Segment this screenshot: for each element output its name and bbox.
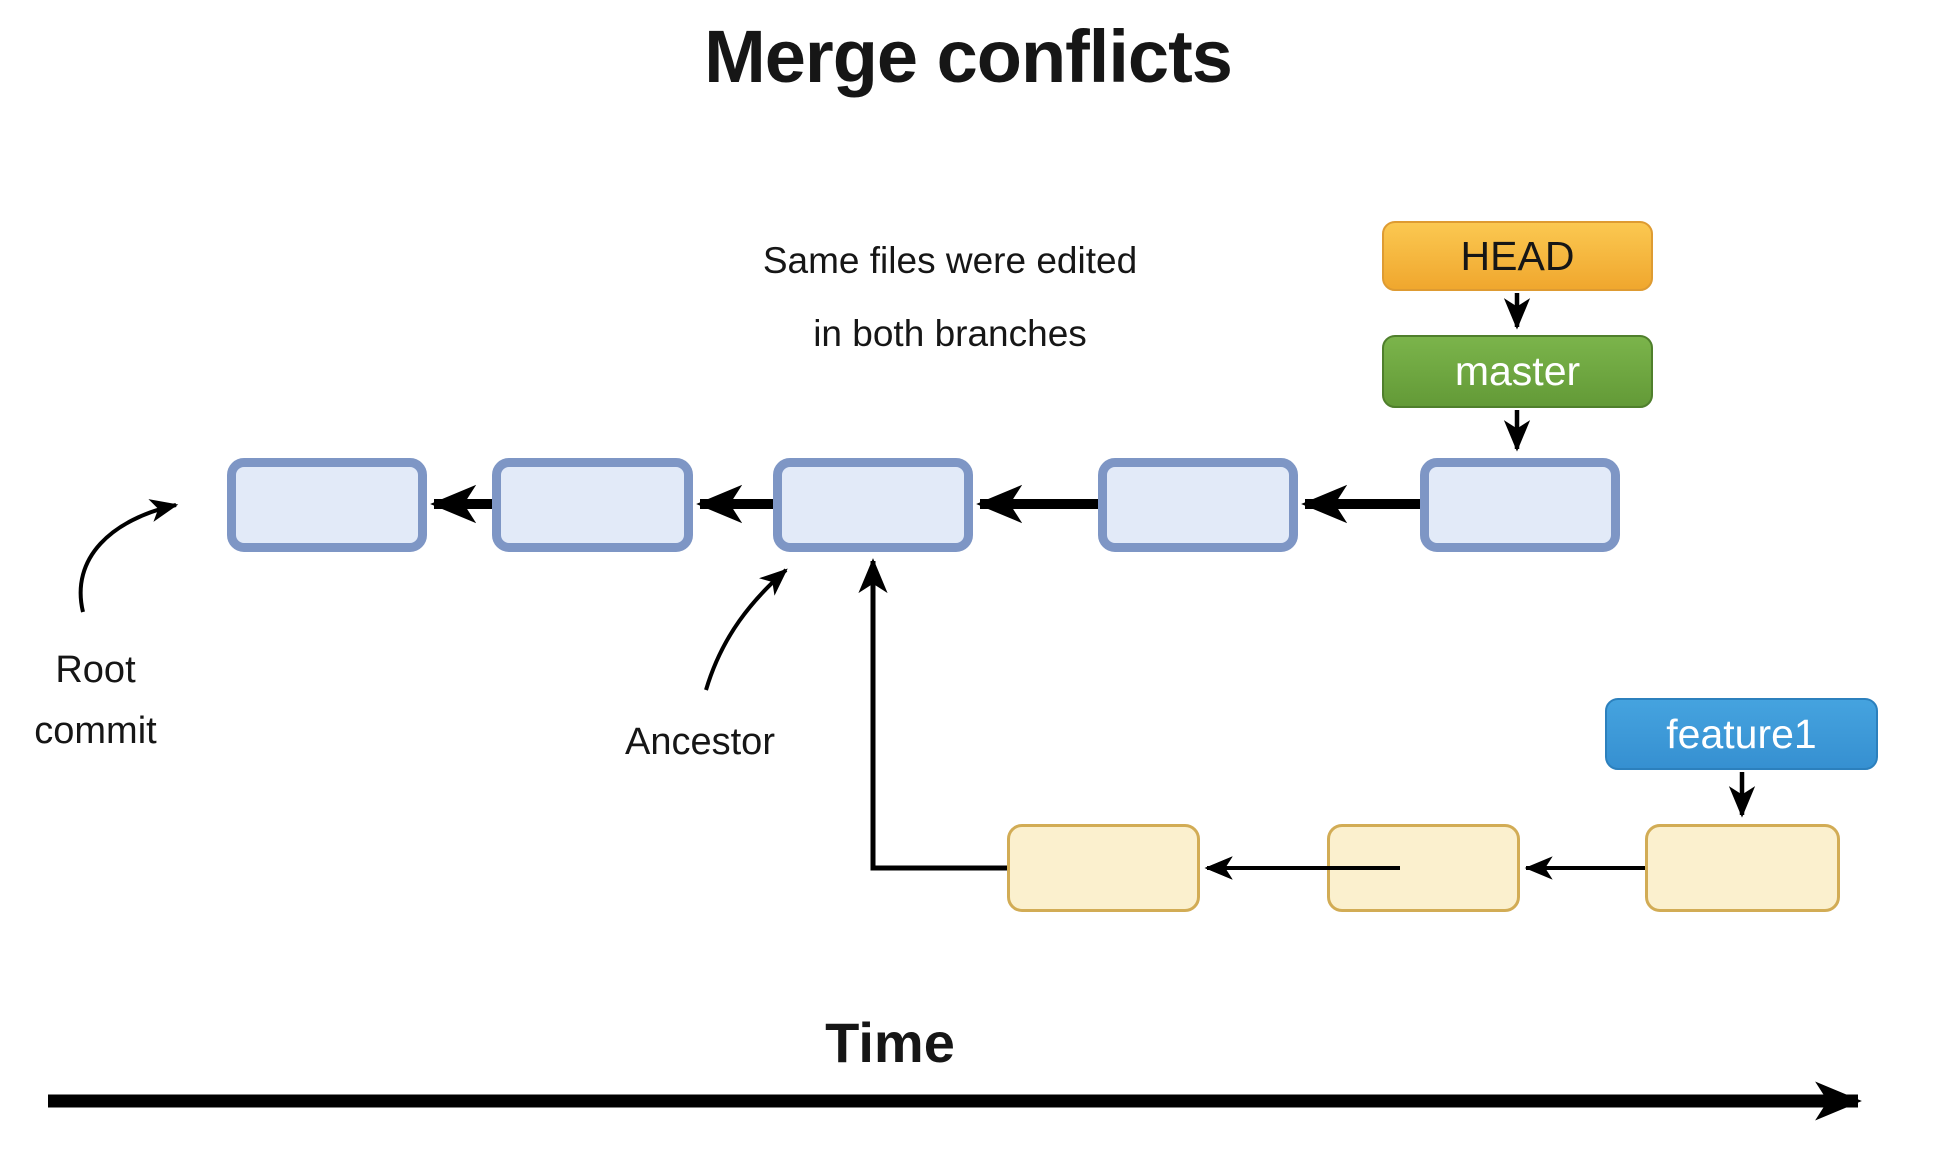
annotation-line-1: Same files were edited xyxy=(762,240,1138,281)
root-commit-label-line-1: Root xyxy=(55,649,136,691)
master-commit-2 xyxy=(492,458,693,552)
head-badge: HEAD xyxy=(1382,221,1653,291)
annotation-same-files: Same files were edited in both branches xyxy=(650,224,1250,370)
feature-commit-2 xyxy=(1327,824,1520,912)
page-title: Merge conflicts xyxy=(704,15,1233,98)
master-commit-4 xyxy=(1098,458,1298,552)
master-commit-root xyxy=(227,458,427,552)
root-commit-label-line-2: commit xyxy=(34,710,157,752)
feature-commit-3 xyxy=(1645,824,1840,912)
annotation-line-2: in both branches xyxy=(813,313,1087,354)
arrow-feature-branch-to-ancestor xyxy=(858,558,1007,871)
feature1-badge: feature1 xyxy=(1605,698,1878,770)
feature-commit-1 xyxy=(1007,824,1200,912)
root-commit-label: Root commit xyxy=(8,640,183,762)
arrow-root-commit-callout xyxy=(78,499,179,613)
time-axis-label: Time xyxy=(825,1011,955,1074)
master-commit-ancestor xyxy=(773,458,973,552)
master-commit-head xyxy=(1420,458,1620,552)
ancestor-label: Ancestor xyxy=(625,721,775,763)
master-badge: master xyxy=(1382,335,1653,408)
arrow-ancestor-callout xyxy=(704,568,788,691)
